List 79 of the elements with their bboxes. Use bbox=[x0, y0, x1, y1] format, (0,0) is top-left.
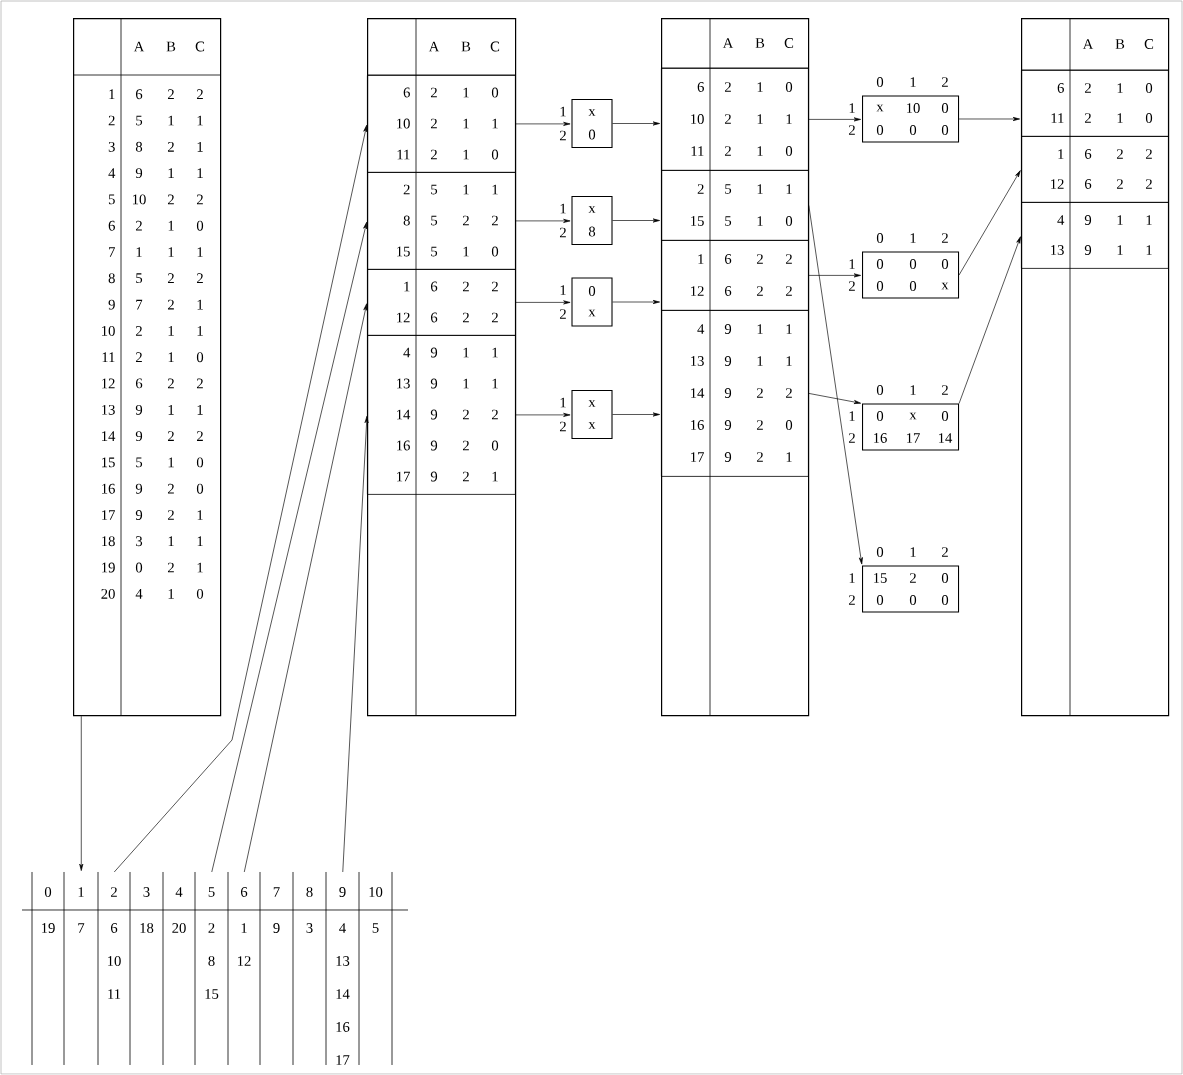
node-label: 1 bbox=[560, 397, 566, 408]
arrow bbox=[808, 117, 861, 122]
arrow bbox=[958, 236, 1021, 404]
arrow bbox=[79, 715, 84, 871]
matrix-box: 0 0 0 0 0 x 0 1 2 1 2 bbox=[849, 233, 960, 299]
cell-box: x 8 1 2 bbox=[560, 195, 613, 246]
node-label: 1 bbox=[849, 411, 855, 421]
arrow bbox=[808, 393, 861, 404]
node-label: 1 bbox=[910, 77, 916, 87]
bucket-column: 1 7 bbox=[63, 871, 99, 1066]
cell-box: x 0 1 2 bbox=[560, 98, 613, 149]
bucket-column: 5 2 8 15 bbox=[194, 871, 229, 1066]
node-label: 1 bbox=[849, 259, 855, 269]
node-label: 2 bbox=[559, 130, 566, 141]
node-label: 1 bbox=[560, 106, 566, 117]
node-label: 1 bbox=[560, 285, 566, 295]
node-label: 2 bbox=[559, 227, 566, 238]
arrow bbox=[113, 124, 368, 873]
matrix-box: 0 x 0 16 17 14 0 1 2 1 2 bbox=[849, 385, 960, 451]
node-label: 2 bbox=[848, 281, 855, 291]
table-row-group: 1 6 2 2 2 5 1 1 3 8 2 1 4 9 1 1 5 10 2 2 6 2 1 0 7 1 1 1 8 5 2 2 9 7 2 1 10 2 1 1 11 2 1 0 12 6 2 2 13 9 1 1 14 9 2 2 15 5 1 0 16 9 2 0 17 9 2 1 18 3 1 1 19 0 2 1 20 4 1 0 bbox=[101, 89, 204, 599]
bucket-column: 6 1 12 bbox=[227, 871, 261, 1066]
bucket-column: 8 3 bbox=[292, 871, 327, 1066]
arrow bbox=[612, 121, 660, 126]
bucket-column: 2 6 10 11 bbox=[97, 871, 131, 1066]
table-row-group: 4 9 1 1 13 9 1 1 14 9 2 2 16 9 2 0 17 9 2 1 bbox=[661, 310, 809, 477]
table-row-group: 6 2 1 0 10 2 1 1 11 2 1 0 bbox=[661, 68, 809, 171]
table-row-group: 4 9 1 1 13 9 1 1 bbox=[1021, 202, 1169, 269]
node-label: 2 bbox=[848, 433, 855, 443]
node-label: 2 bbox=[941, 233, 948, 243]
node-label: 0 bbox=[876, 385, 884, 395]
table-row-group: 1 6 2 2 12 6 2 2 bbox=[367, 269, 516, 336]
table-row-group: 1 6 2 2 12 6 2 2 bbox=[1021, 136, 1169, 203]
arrow bbox=[211, 221, 368, 873]
table-row-group: 6 2 1 0 11 2 1 0 bbox=[1021, 70, 1169, 137]
node-label: 1 bbox=[849, 103, 855, 113]
table-row-group: 2 5 1 1 15 5 1 0 bbox=[661, 170, 809, 241]
node-label: 2 bbox=[941, 547, 948, 557]
node-label: 1 bbox=[560, 203, 566, 214]
node-label: 2 bbox=[941, 77, 948, 87]
bucket-column: 4 20 bbox=[162, 871, 196, 1066]
node-label: 1 bbox=[910, 547, 916, 557]
arrow bbox=[958, 170, 1021, 276]
cell-box: x x 1 2 bbox=[560, 389, 613, 440]
cell-box: 0 x 1 2 bbox=[560, 277, 613, 327]
node-label: 1 bbox=[849, 573, 855, 583]
node-label: 1 bbox=[910, 385, 916, 395]
matrix-box: x 10 0 0 0 0 0 1 2 1 2 bbox=[849, 77, 960, 143]
node-label: 1 bbox=[910, 233, 916, 243]
arrow bbox=[612, 300, 660, 304]
arrow bbox=[612, 218, 660, 223]
arrow bbox=[808, 205, 863, 565]
bucket-column: 9 4 13 14 16 17 bbox=[325, 871, 360, 1066]
node-label: 0 bbox=[876, 547, 884, 557]
node-label: 2 bbox=[848, 595, 855, 605]
node-label: 2 bbox=[941, 385, 948, 395]
table-row-group: 6 2 1 0 10 2 1 1 11 2 1 0 bbox=[367, 75, 516, 173]
arrow bbox=[243, 303, 368, 873]
arrow bbox=[808, 273, 861, 278]
table-row-group: 1 6 2 2 12 6 2 2 bbox=[661, 240, 809, 311]
arrow bbox=[515, 412, 571, 417]
bucket-column: 10 5 bbox=[358, 871, 409, 1066]
node-label: 0 bbox=[876, 77, 884, 87]
arrow bbox=[958, 117, 1020, 121]
bucket-column: 3 18 bbox=[129, 871, 164, 1066]
arrow bbox=[515, 218, 571, 223]
node-label: 2 bbox=[559, 421, 566, 432]
arrow bbox=[612, 412, 660, 417]
node-label: 0 bbox=[876, 233, 884, 243]
arrow bbox=[342, 415, 369, 873]
bucket-column: 7 9 bbox=[259, 871, 294, 1066]
arrow bbox=[515, 121, 571, 126]
arrow bbox=[515, 300, 571, 305]
table-row-group: 2 5 1 1 8 5 2 2 15 5 1 0 bbox=[367, 172, 516, 270]
bucket-column: 0 19 bbox=[21, 871, 65, 1066]
table-row-group: 4 9 1 1 13 9 1 1 14 9 2 2 16 9 2 0 17 9 2 1 bbox=[367, 335, 516, 495]
node-label: 2 bbox=[848, 125, 855, 135]
node-label: 2 bbox=[559, 309, 566, 319]
matrix-box: 15 2 0 0 0 0 0 1 2 1 2 bbox=[849, 547, 960, 613]
